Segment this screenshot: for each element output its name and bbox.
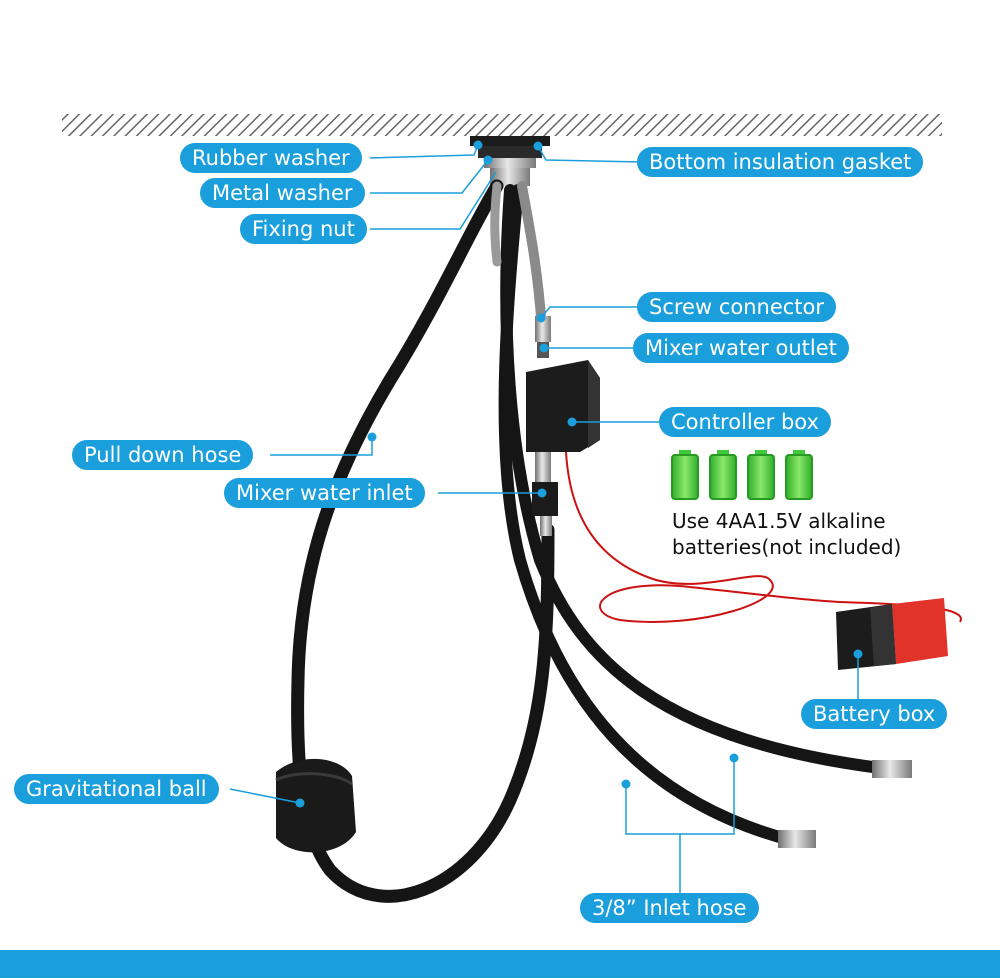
battery-box-part: [836, 598, 948, 670]
inlet-hose-lower: [498, 184, 796, 846]
label-bottom-insulation-gasket: Bottom insulation gasket: [637, 147, 924, 177]
label-controller-box: Controller box: [659, 407, 831, 437]
controller-box-part: [526, 360, 600, 452]
countertop: [62, 114, 942, 136]
inlet-hose-fitting-lower: [778, 830, 816, 848]
battery-wire: [565, 451, 962, 623]
label-gravitational-ball: Gravitational ball: [14, 774, 219, 804]
battery-icon: [671, 450, 699, 500]
label-mixer-water-outlet: Mixer water outlet: [633, 333, 849, 363]
label-inlet-hose: 3/8” Inlet hose: [580, 893, 759, 923]
label-mixer-water-inlet: Mixer water inlet: [224, 478, 425, 508]
label-metal-washer: Metal washer: [200, 178, 365, 208]
battery-icon: [785, 450, 813, 500]
label-rubber-washer: Rubber washer: [180, 143, 362, 173]
label-battery-box: Battery box: [801, 699, 948, 729]
inlet-hose-fitting-upper: [872, 760, 912, 778]
battery-icon: [709, 450, 737, 500]
battery-note-line-1: Use 4AA1.5V alkaline: [672, 509, 886, 533]
bottom-accent-bar: [0, 950, 1000, 978]
anchor-dots: [295, 140, 863, 808]
label-fixing-nut: Fixing nut: [240, 214, 367, 244]
label-pull-down-hose: Pull down hose: [72, 440, 254, 470]
braided-pipe: [517, 181, 547, 335]
battery-note-line-2: batteries(not included): [672, 535, 902, 559]
gravitational-ball-part: [275, 758, 356, 853]
leader-lines: [229, 144, 859, 893]
mixer-inlet-connector: [532, 482, 558, 516]
battery-icon: [747, 450, 775, 500]
label-screw-connector: Screw connector: [637, 292, 837, 322]
battery-icons: [671, 450, 813, 500]
screw-connector-part: [535, 316, 551, 342]
